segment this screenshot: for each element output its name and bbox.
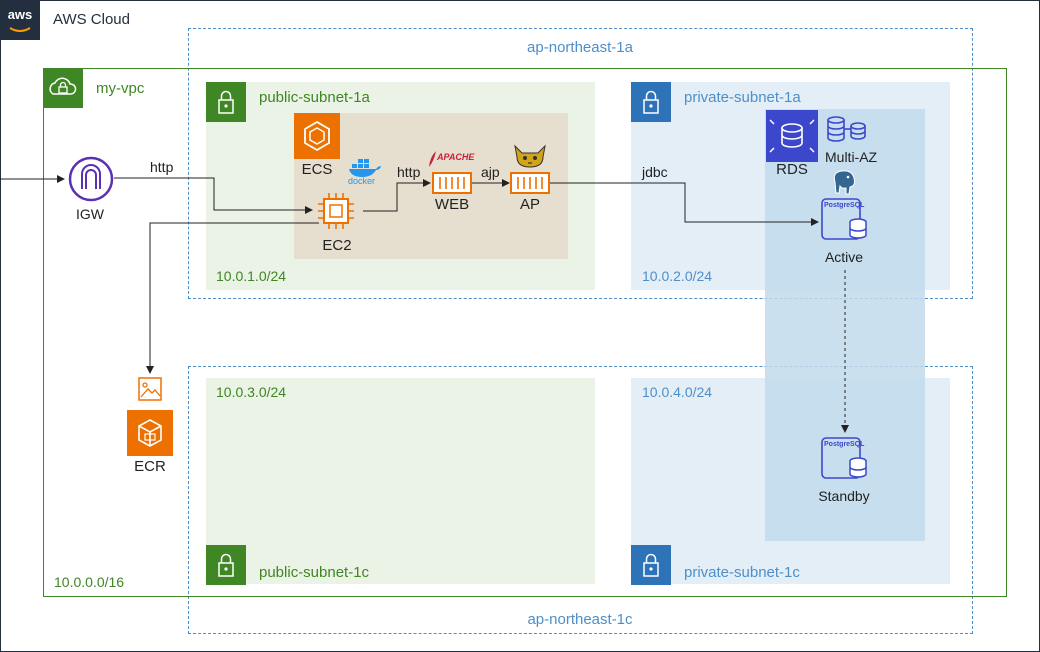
edge-label-http-igw: http: [150, 159, 174, 175]
public-subnet-1a-lock-icon: [206, 82, 246, 122]
private-subnet-1a-label: private-subnet-1a: [684, 89, 801, 106]
public-subnet-1c-label: public-subnet-1c: [259, 564, 370, 581]
ec2-label: EC2: [322, 237, 352, 254]
active-label: Active: [824, 249, 864, 265]
edge-label-http-web: http: [397, 164, 421, 180]
az-1c-group: [188, 366, 973, 634]
igw-node: [68, 156, 114, 202]
igw-to-ec2-edge: [114, 177, 313, 214]
standby-db-engine-text: PostgreSQL: [824, 441, 865, 448]
private-subnet-1c-cidr: 10.0.4.0/24: [642, 384, 713, 400]
tomcat-icon: [512, 143, 548, 169]
ecs-icon: [294, 113, 340, 159]
vpc-cidr: 10.0.0.0/16: [54, 574, 125, 590]
public-subnet-1c-lock-icon: [206, 545, 246, 585]
web-container-icon: [432, 172, 472, 194]
private-subnet-1a-cidr: 10.0.2.0/24: [642, 268, 713, 284]
ecr-icon: [127, 410, 173, 456]
vpc-label: my-vpc: [96, 80, 145, 97]
ecr-label: ECR: [134, 458, 166, 475]
ecs-label: ECS: [301, 161, 333, 178]
private-subnet-1a-lock-icon: [631, 82, 671, 122]
az-1a-group: [188, 28, 973, 299]
vpc-icon: [43, 68, 83, 108]
az-1a-label: ap-northeast-1a: [527, 39, 633, 56]
multi-az-label: Multi-AZ: [825, 149, 878, 165]
container-image-icon: [137, 376, 163, 402]
apache-text: APACHE: [437, 152, 475, 162]
multi-az-icon: [824, 114, 870, 144]
rds-icon: [766, 110, 818, 162]
ec2-to-ecr-edge: [146, 222, 319, 374]
web-label: WEB: [434, 196, 470, 213]
internet-gateway-icon: [68, 156, 114, 202]
docker-text: docker: [348, 176, 376, 186]
public-subnet-1c-cidr: 10.0.3.0/24: [216, 384, 287, 400]
vpc-group: [43, 68, 1007, 597]
ap-container-icon: [510, 172, 550, 194]
aws-cloud-label: AWS Cloud: [53, 11, 130, 28]
private-subnet-1c-label: private-subnet-1c: [684, 564, 800, 581]
edge-label-jdbc: jdbc: [642, 164, 668, 180]
aws-logo-text: aws: [7, 7, 33, 22]
aws-logo-icon: aws: [0, 0, 40, 40]
apache-feather-icon: APACHE: [428, 151, 478, 169]
ap-to-rds-edge: [549, 182, 819, 226]
private-subnet-1c-lock-icon: [631, 545, 671, 585]
docker-icon: docker: [346, 156, 382, 190]
standby-db-icon: PostgreSQL: [821, 437, 869, 481]
standby-label: Standby: [818, 488, 870, 504]
public-subnet-1a-label: public-subnet-1a: [259, 89, 370, 106]
postgresql-elephant-icon: [830, 168, 858, 196]
public-subnet-1c: [206, 378, 595, 584]
az-1c-label: ap-northeast-1c: [527, 611, 633, 628]
ap-label: AP: [519, 196, 541, 213]
public-subnet-1a-cidr: 10.0.1.0/24: [216, 268, 287, 284]
edge-label-ajp: ajp: [481, 164, 500, 180]
active-db-engine-text: PostgreSQL: [824, 202, 865, 209]
igw-label: IGW: [76, 206, 104, 222]
active-db-icon: PostgreSQL: [821, 198, 869, 242]
ec2-icon: [313, 188, 359, 234]
rds-label: RDS: [776, 161, 808, 178]
ec2-to-web-edge: [363, 179, 431, 212]
